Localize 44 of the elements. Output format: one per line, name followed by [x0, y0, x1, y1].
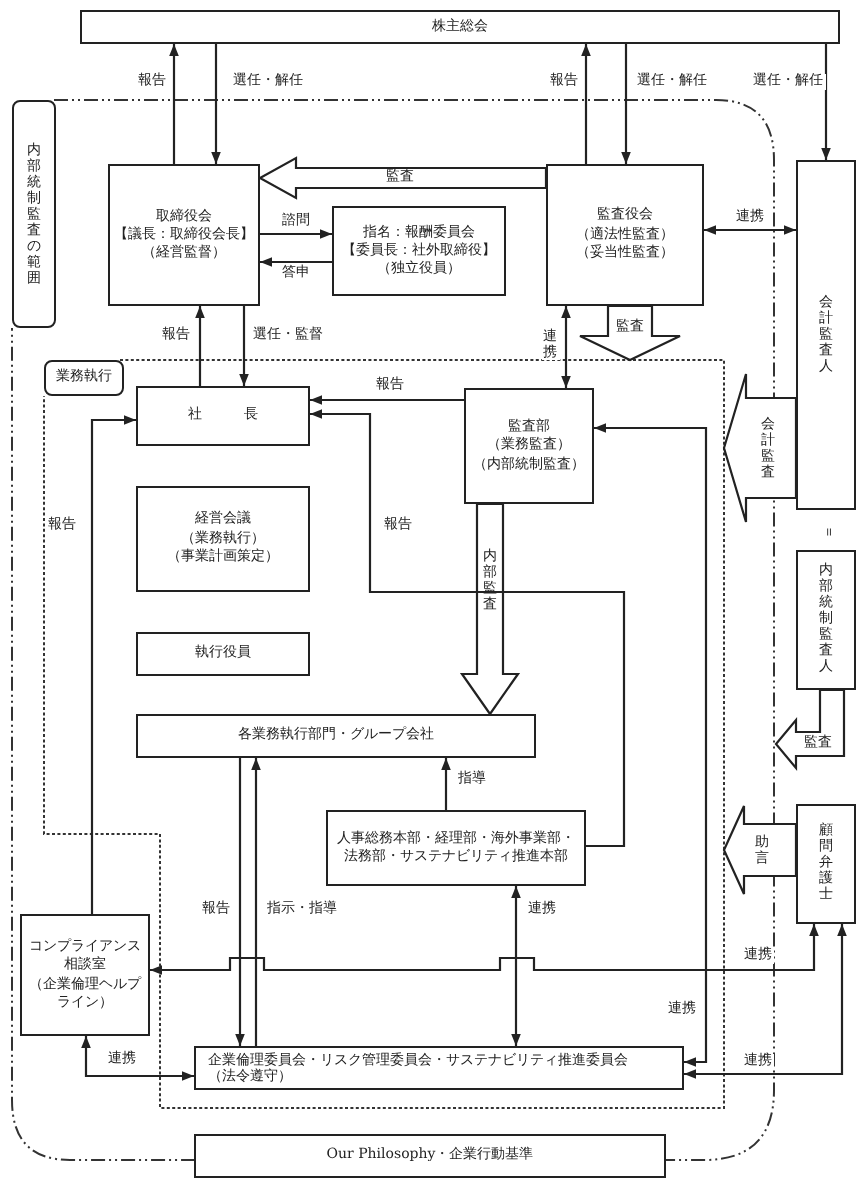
arrow	[260, 257, 332, 267]
arrow	[251, 758, 261, 1046]
org-box	[20, 914, 150, 1036]
vertical-box	[796, 804, 856, 924]
arrow	[511, 886, 521, 1046]
arrow	[310, 409, 626, 848]
arrow	[260, 229, 332, 239]
arrow	[195, 306, 205, 386]
arrow	[211, 44, 221, 164]
arrow	[81, 1036, 194, 1081]
org-box	[464, 388, 594, 504]
block-arrow	[774, 688, 846, 772]
org-box	[326, 810, 586, 886]
org-box	[194, 1134, 666, 1178]
arrow	[169, 44, 179, 164]
org-box	[136, 386, 310, 446]
arrow	[239, 306, 249, 386]
org-box	[332, 206, 506, 296]
arrow	[704, 225, 796, 235]
arrow	[310, 395, 464, 405]
block-arrow	[722, 804, 798, 896]
arrow	[684, 924, 847, 1079]
vertical-box	[796, 550, 856, 690]
arrow	[594, 423, 708, 1067]
arrow	[561, 306, 571, 388]
org-box	[108, 164, 260, 306]
block-arrow	[257, 156, 548, 200]
block-arrow	[578, 304, 682, 362]
arrow	[235, 758, 245, 1046]
org-box	[136, 486, 310, 592]
arrow	[150, 924, 819, 975]
block-arrow	[459, 502, 521, 716]
vertical-box	[796, 160, 856, 510]
arrow	[441, 758, 451, 810]
org-box	[546, 164, 704, 306]
org-box	[136, 632, 310, 676]
org-box	[136, 714, 536, 758]
org-box	[194, 1046, 684, 1090]
arrow	[821, 44, 831, 160]
org-box	[80, 10, 840, 44]
arrow	[621, 44, 631, 164]
arrow	[581, 44, 591, 164]
arrow	[90, 415, 136, 914]
block-arrow	[722, 372, 798, 524]
